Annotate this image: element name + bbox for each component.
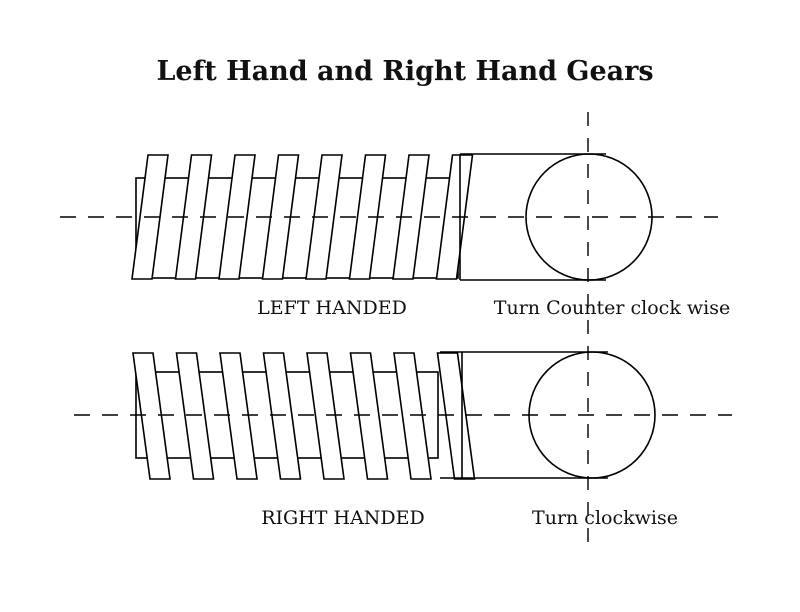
right-gear-thread-8: [436, 352, 476, 480]
right-gear-thread-2: [175, 352, 215, 480]
right-gear-thread-6: [349, 352, 389, 480]
right-handed-label: RIGHT HANDED: [261, 507, 425, 529]
left-handed-gear: [60, 153, 718, 281]
diagram-title: Left Hand and Right Hand Gears: [156, 56, 653, 87]
right-gear-thread-3: [219, 352, 258, 480]
right-gear-thread-4: [262, 352, 302, 480]
right-gear-thread-7: [393, 352, 432, 480]
right-gear-threads: [132, 352, 476, 480]
left-gear-thread-4: [261, 154, 300, 280]
right-handed-gear: [74, 351, 732, 480]
right-gear-thread-1: [132, 352, 171, 480]
right-gear-thread-5: [306, 352, 345, 480]
left-rotation-label: Turn Counter clock wise: [494, 297, 730, 319]
left-gear-thread-6: [348, 154, 387, 280]
right-rotation-label: Turn clockwise: [532, 507, 678, 529]
left-gear-thread-2: [174, 154, 213, 280]
left-handed-label: LEFT HANDED: [257, 297, 407, 319]
